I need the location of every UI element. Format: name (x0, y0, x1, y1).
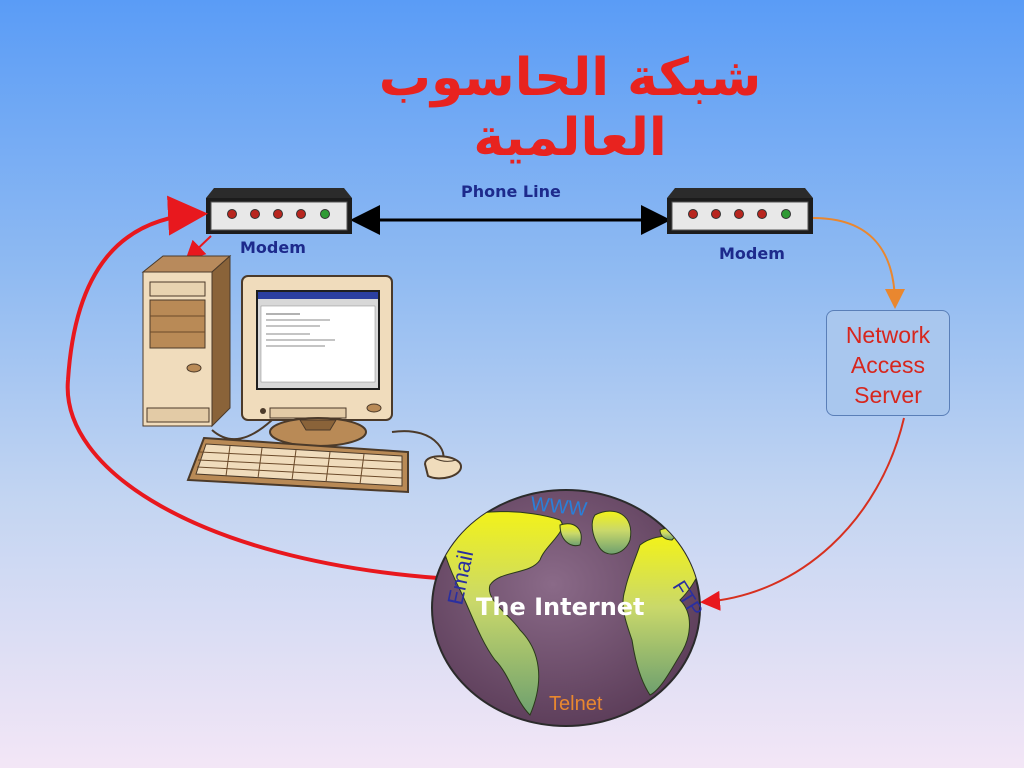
modem-to-server-arrow (812, 217, 905, 309)
internet-to-modem-arrow (65, 195, 439, 580)
modem-right-label: Modem (719, 244, 785, 263)
modem-icon (206, 188, 352, 234)
network-access-server-box: Network Access Server (826, 310, 950, 416)
internet-label: The Internet (476, 593, 645, 621)
page-title: شبكة الحاسوب العالمية (378, 48, 762, 168)
nas-line-3: Server (854, 382, 922, 408)
globe-icon (431, 489, 701, 727)
telnet-label: Telnet (549, 693, 603, 715)
server-to-internet-arrow (700, 417, 905, 611)
nas-line-2: Access (850, 352, 926, 378)
modem-left-label: Modem (240, 238, 306, 257)
nas-line-1: Network (845, 322, 931, 348)
modem-to-computer-arrow (185, 235, 212, 261)
desktop-computer-icon (141, 254, 462, 494)
modem-icon (667, 188, 813, 234)
phone-line-label: Phone Line (461, 182, 561, 201)
